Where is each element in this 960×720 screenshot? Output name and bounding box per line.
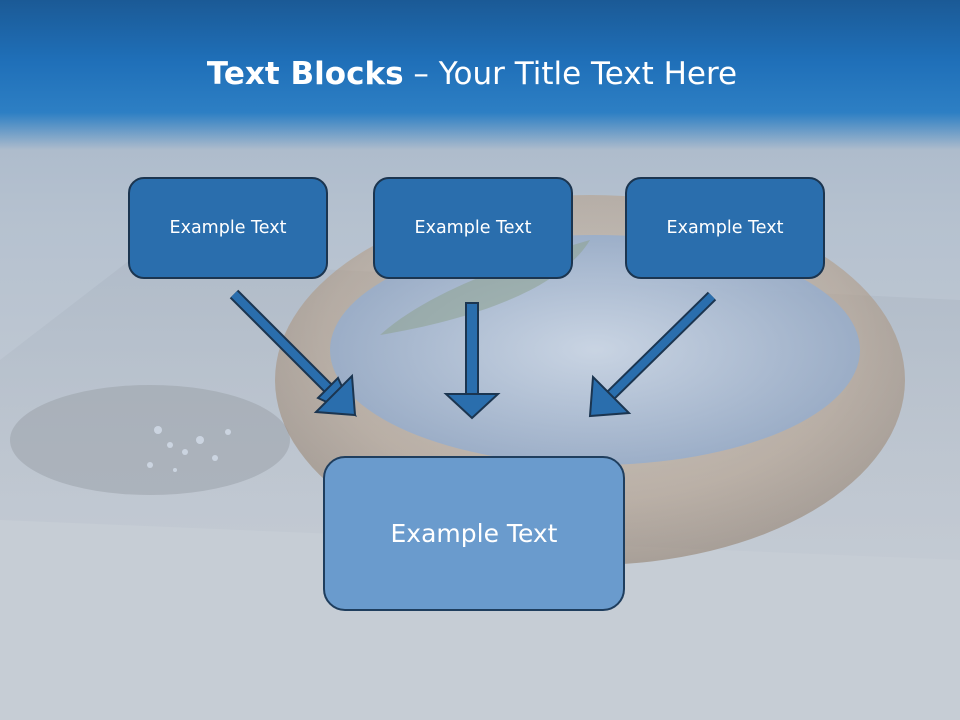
bottom-box: Example Text — [323, 456, 625, 611]
title-rest: – Your Title Text Here — [403, 56, 738, 92]
top-box-left-label: Example Text — [169, 218, 287, 238]
top-box-right: Example Text — [625, 177, 825, 279]
slide-title: Text Blocks – Your Title Text Here — [0, 52, 944, 96]
title-bold: Text Blocks — [206, 56, 404, 92]
top-box-center: Example Text — [373, 177, 573, 279]
top-box-left: Example Text — [128, 177, 328, 279]
bottom-box-label: Example Text — [390, 519, 558, 548]
top-box-center-label: Example Text — [414, 218, 532, 238]
title-band — [0, 0, 960, 150]
top-box-right-label: Example Text — [666, 218, 784, 238]
